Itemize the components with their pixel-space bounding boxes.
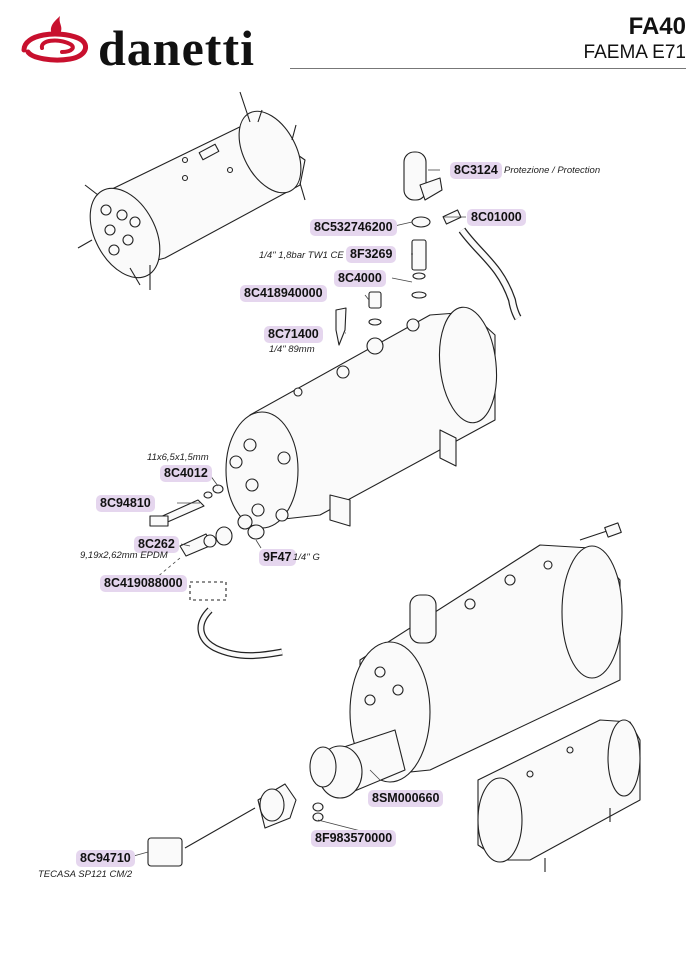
small-boiler-drawing (477, 719, 641, 872)
part-note-8C3124: Protezione / Protection (504, 165, 601, 176)
model-code: FA40 (628, 13, 686, 40)
model-name: FAEMA E71 (583, 42, 686, 63)
part-note-8C71400: 1/4" 89mm (269, 344, 315, 355)
part-label-9F47: 9F47 (259, 549, 296, 566)
brand-logo: danetti (18, 12, 258, 76)
main-boiler-drawing (225, 306, 498, 529)
part-label-8C94710: 8C94710 (76, 850, 135, 867)
part-label-8C419088000: 8C419088000 (100, 575, 187, 592)
part-label-8C4000: 8C4000 (334, 270, 386, 287)
part-label-8C532746200: 8C532746200 (310, 219, 397, 236)
inner-boiler-drawing (77, 91, 306, 290)
part-note-8C4012: 11x6,5x1,5mm (147, 452, 209, 463)
part-label-8C3124: 8C3124 (450, 162, 502, 179)
part-note-8C94710: TECASA SP121 CM/2 (38, 869, 133, 880)
part-label-8C418940000: 8C418940000 (240, 285, 327, 302)
part-label-8F3269: 8F3269 (346, 246, 397, 263)
part-label-8SM000660: 8SM000660 (368, 790, 444, 807)
part-label-8C71400: 8C71400 (264, 326, 323, 343)
brand-swirl-icon (21, 16, 88, 63)
part-label-8C4012: 8C4012 (160, 465, 212, 482)
protection-cap-drawing (335, 151, 522, 346)
part-note-9F47: 1/4'' G (293, 552, 320, 563)
gauge-parts-drawing (149, 484, 283, 660)
part-label-8C262: 8C262 (134, 536, 179, 553)
header-divider (290, 68, 686, 69)
heating-element-drawing (147, 729, 406, 867)
part-note-8C262: 9,19x2,62mm EPDM (80, 550, 168, 561)
brand-name: danetti (98, 20, 255, 76)
part-label-8C01000: 8C01000 (467, 209, 526, 226)
part-note-8F3269: 1/4" 1,8bar TW1 CE (259, 250, 344, 261)
part-label-8C94810: 8C94810 (96, 495, 155, 512)
part-label-8F983570000: 8F983570000 (311, 830, 397, 847)
